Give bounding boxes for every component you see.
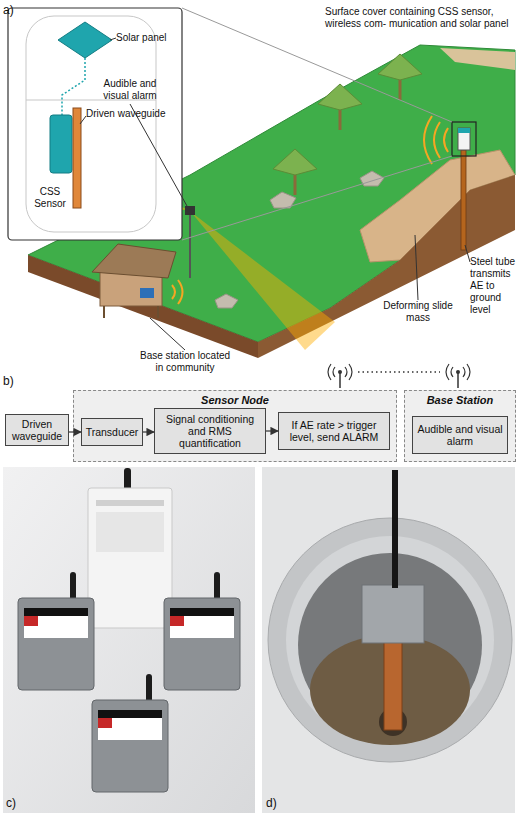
flow-arrow xyxy=(143,431,154,432)
leader-line xyxy=(130,104,187,206)
antenna-tip xyxy=(338,370,342,374)
enclosure-label xyxy=(24,608,88,616)
cover-rim xyxy=(286,536,494,744)
group-title: Base Station xyxy=(405,394,515,406)
unit-sticker xyxy=(96,512,164,552)
antenna-wave xyxy=(446,364,470,380)
group-title: Sensor Node xyxy=(74,394,396,406)
house-roof xyxy=(92,244,176,278)
enclosure-label xyxy=(98,710,162,740)
sensor-enclosure xyxy=(92,700,168,792)
box-label: If AE rate > trigger level, send ALARM xyxy=(281,419,387,443)
leader-line xyxy=(110,38,116,40)
callout-label: Surface cover containing CSS sensor, wir… xyxy=(325,6,515,30)
process-box: Driven waveguide xyxy=(5,414,69,446)
radio-link xyxy=(358,371,440,373)
leader-line xyxy=(80,116,86,124)
callout-label: Base station located in community xyxy=(135,350,235,374)
flow-arrow xyxy=(69,431,81,432)
box-label: Signal conditioning and RMS quantificati… xyxy=(157,413,263,449)
enclosure-label xyxy=(24,608,88,638)
enclosure-label xyxy=(170,608,234,638)
process-box: Signal conditioning and RMS quantificati… xyxy=(154,408,266,454)
alarm-pole xyxy=(189,214,191,278)
sensor-enclosure xyxy=(362,585,424,643)
callout-label: Driven waveguide xyxy=(86,108,176,120)
alarm-beam xyxy=(191,212,335,350)
callout-label: Steel tube transmits AE to ground level xyxy=(470,256,518,316)
leader-line xyxy=(465,245,470,262)
enclosure-label xyxy=(170,608,234,616)
signal-arc xyxy=(444,128,448,152)
group-box: Sensor NodeTransducer Signal conditioning… xyxy=(73,390,397,462)
signal-arc xyxy=(178,280,183,304)
antenna-mast xyxy=(457,372,459,388)
group-box: Base StationAudible and visual alarm xyxy=(404,390,516,462)
tree-crown xyxy=(273,149,317,175)
sensor-enclosure xyxy=(164,598,240,690)
highlight-frame xyxy=(452,122,476,156)
unit-sticker xyxy=(96,500,164,506)
tree-crown xyxy=(318,84,362,110)
signal-arc xyxy=(172,285,175,299)
enclosure-label xyxy=(170,616,184,626)
leader-line xyxy=(415,235,418,300)
box-label: Transducer xyxy=(86,426,139,438)
solar-panel-top xyxy=(458,128,470,133)
process-box: If AE rate > trigger level, send ALARM xyxy=(278,412,390,450)
panel-label: c) xyxy=(6,796,30,810)
steel-tube xyxy=(461,150,466,250)
alarm-beacon xyxy=(185,206,195,215)
callout-label: Solar panel xyxy=(116,32,182,44)
panel-label: b) xyxy=(3,374,27,388)
leader-line xyxy=(150,318,185,350)
zoom-line xyxy=(182,156,452,240)
road xyxy=(440,48,515,70)
sensor-enclosure xyxy=(18,598,94,690)
enclosure-label xyxy=(24,616,38,626)
flow-arrow xyxy=(266,430,278,431)
photo-background xyxy=(262,467,515,813)
house-stilt xyxy=(157,306,159,318)
panel-label: a) xyxy=(3,3,27,17)
inset-frame xyxy=(8,8,182,240)
base-station-device xyxy=(140,288,154,298)
css-sensor xyxy=(50,115,72,173)
signal-arc xyxy=(434,122,440,158)
surface-cover xyxy=(458,128,470,150)
house-stilt xyxy=(103,306,105,318)
process-box: Audible and visual alarm xyxy=(412,416,508,454)
antenna-wave xyxy=(328,364,352,380)
box-label: Audible and visual alarm xyxy=(415,423,505,447)
base-station-unit xyxy=(88,488,172,628)
process-box: Transducer xyxy=(81,418,143,446)
waveguide xyxy=(73,108,81,208)
callout-label: Deforming slide mass xyxy=(382,300,454,324)
antenna xyxy=(392,470,398,588)
signal-arc xyxy=(424,116,432,164)
box-label: Driven waveguide xyxy=(8,418,66,442)
rock xyxy=(215,294,238,308)
cable xyxy=(62,58,85,115)
callout-label: CSS Sensor xyxy=(28,186,72,210)
tree-crown xyxy=(378,54,422,80)
panel-label: d) xyxy=(266,796,290,810)
cover-rim xyxy=(268,518,512,762)
enclosure-label xyxy=(98,718,112,728)
antenna-tip xyxy=(456,370,460,374)
antenna-mast xyxy=(339,372,341,388)
callout-label: Audible and visual alarm xyxy=(92,78,168,102)
cover-outline xyxy=(26,16,156,232)
enclosure-label xyxy=(98,710,162,718)
solar-panel xyxy=(58,22,112,58)
photo-background xyxy=(3,467,255,813)
